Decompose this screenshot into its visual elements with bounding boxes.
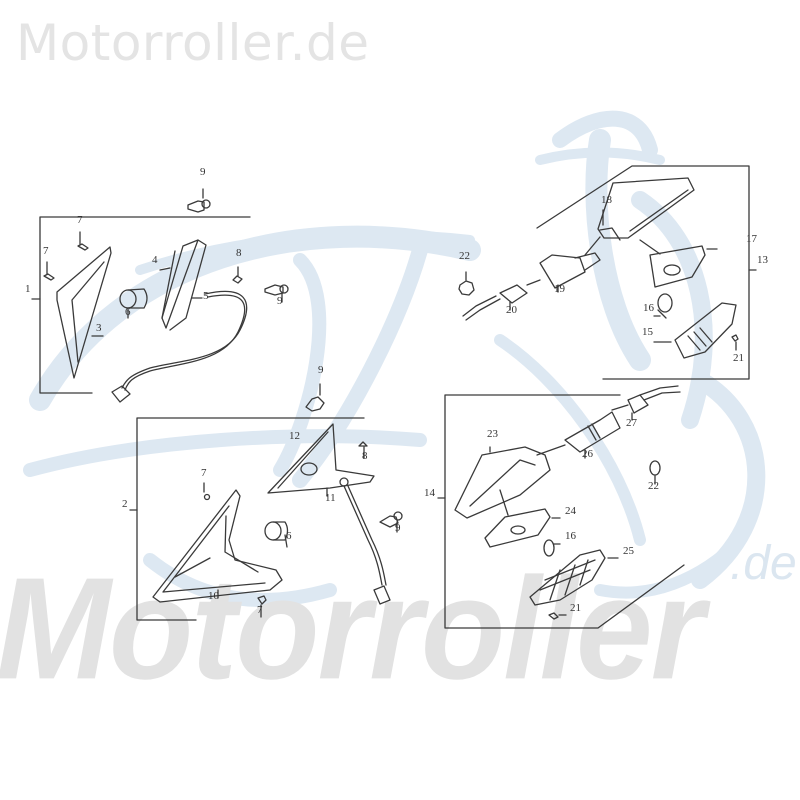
stem-19 <box>539 252 601 293</box>
bulb-16-a <box>653 293 673 319</box>
wire-13 <box>584 236 601 256</box>
part-number-label: 27 <box>626 417 637 429</box>
part-number-label: 7 <box>43 245 49 257</box>
part-number-label: 21 <box>733 352 744 364</box>
group-13-bracket <box>536 165 757 380</box>
part-number-label: 7 <box>201 467 207 479</box>
part-number-label: 20 <box>506 304 517 316</box>
part-number-label: 17 <box>746 233 757 245</box>
part-number-label: 18 <box>601 194 612 206</box>
part-number-label: 8 <box>236 247 242 259</box>
screw-21-a <box>731 334 739 351</box>
lamp-base-24 <box>484 489 561 548</box>
connector-1 <box>111 385 131 403</box>
screw-8-a <box>232 266 243 284</box>
part-number-label: 7 <box>257 604 263 616</box>
part-number-label: 3 <box>96 322 102 334</box>
connector-27 <box>611 385 681 421</box>
screw-8-b <box>358 441 368 459</box>
lens-10 <box>152 489 283 603</box>
watermark-de-suffix: .de <box>730 537 797 590</box>
part-number-label: 4 <box>152 254 158 266</box>
wire-harness-1 <box>121 290 248 389</box>
housing-4-5 <box>159 239 207 331</box>
part-number-label: 23 <box>487 428 498 440</box>
connector-20 <box>462 279 541 321</box>
part-number-label: 13 <box>757 254 768 266</box>
part-number-label: 9 <box>200 166 206 178</box>
screw-9-b <box>305 383 325 412</box>
lens-15 <box>653 302 737 359</box>
wire-harness-2 <box>343 485 383 586</box>
part-number-label: 22 <box>459 250 470 262</box>
part-number-label: 16 <box>643 302 654 314</box>
screw-9-top <box>187 188 211 213</box>
part-number-label: 1 <box>25 283 31 295</box>
lamp-base-17 <box>639 239 718 288</box>
screw-7-a <box>77 231 89 251</box>
part-number-label: 14 <box>424 487 435 499</box>
part-number-label: 22 <box>648 480 659 492</box>
part-number-label: 15 <box>642 326 653 338</box>
screw-9-c <box>379 511 403 533</box>
part-number-label: 11 <box>325 492 336 504</box>
nut-22-b <box>649 460 661 485</box>
watermark-top-text: Motorroller.de <box>16 14 370 72</box>
bulb-16-b <box>543 539 561 557</box>
screw-7-d <box>257 595 267 618</box>
lens-3 <box>56 246 112 379</box>
part-number-label: 2 <box>122 498 128 510</box>
arm-18 <box>597 177 695 241</box>
part-number-label: 6 <box>125 306 131 318</box>
part-number-label: 19 <box>554 283 565 295</box>
group-14-bracket <box>437 394 685 629</box>
part-number-label: 24 <box>565 505 576 517</box>
part-number-label: 25 <box>623 545 634 557</box>
part-number-label: 9 <box>395 522 401 534</box>
nut-22-a <box>458 271 475 296</box>
group-1-bracket <box>31 216 251 394</box>
housing-23 <box>454 444 566 519</box>
screw-9-a <box>264 284 289 303</box>
part-number-label: 6 <box>286 530 292 542</box>
screw-7-b <box>43 261 55 281</box>
part-number-label: 26 <box>582 448 593 460</box>
part-number-label: 10 <box>208 590 219 602</box>
screw-21-b <box>548 612 567 620</box>
part-number-label: 16 <box>565 530 576 542</box>
connector-2 <box>373 585 391 605</box>
part-number-label: 9 <box>277 295 283 307</box>
part-number-label: 5 <box>203 290 209 302</box>
part-number-label: 7 <box>77 214 83 226</box>
group-2-bracket <box>129 417 365 621</box>
part-number-label: 8 <box>362 450 368 462</box>
part-number-label: 9 <box>318 364 324 376</box>
part-number-label: 21 <box>570 602 581 614</box>
part-number-label: 12 <box>289 430 300 442</box>
stem-26 <box>564 411 621 459</box>
lens-25 <box>529 549 619 606</box>
bulb-6-b <box>264 521 289 548</box>
bulb-6 <box>119 288 148 319</box>
screw-7-c <box>203 482 211 501</box>
watermark-bottom-text: Motorroller <box>0 548 704 710</box>
housing-11-12 <box>267 423 375 497</box>
